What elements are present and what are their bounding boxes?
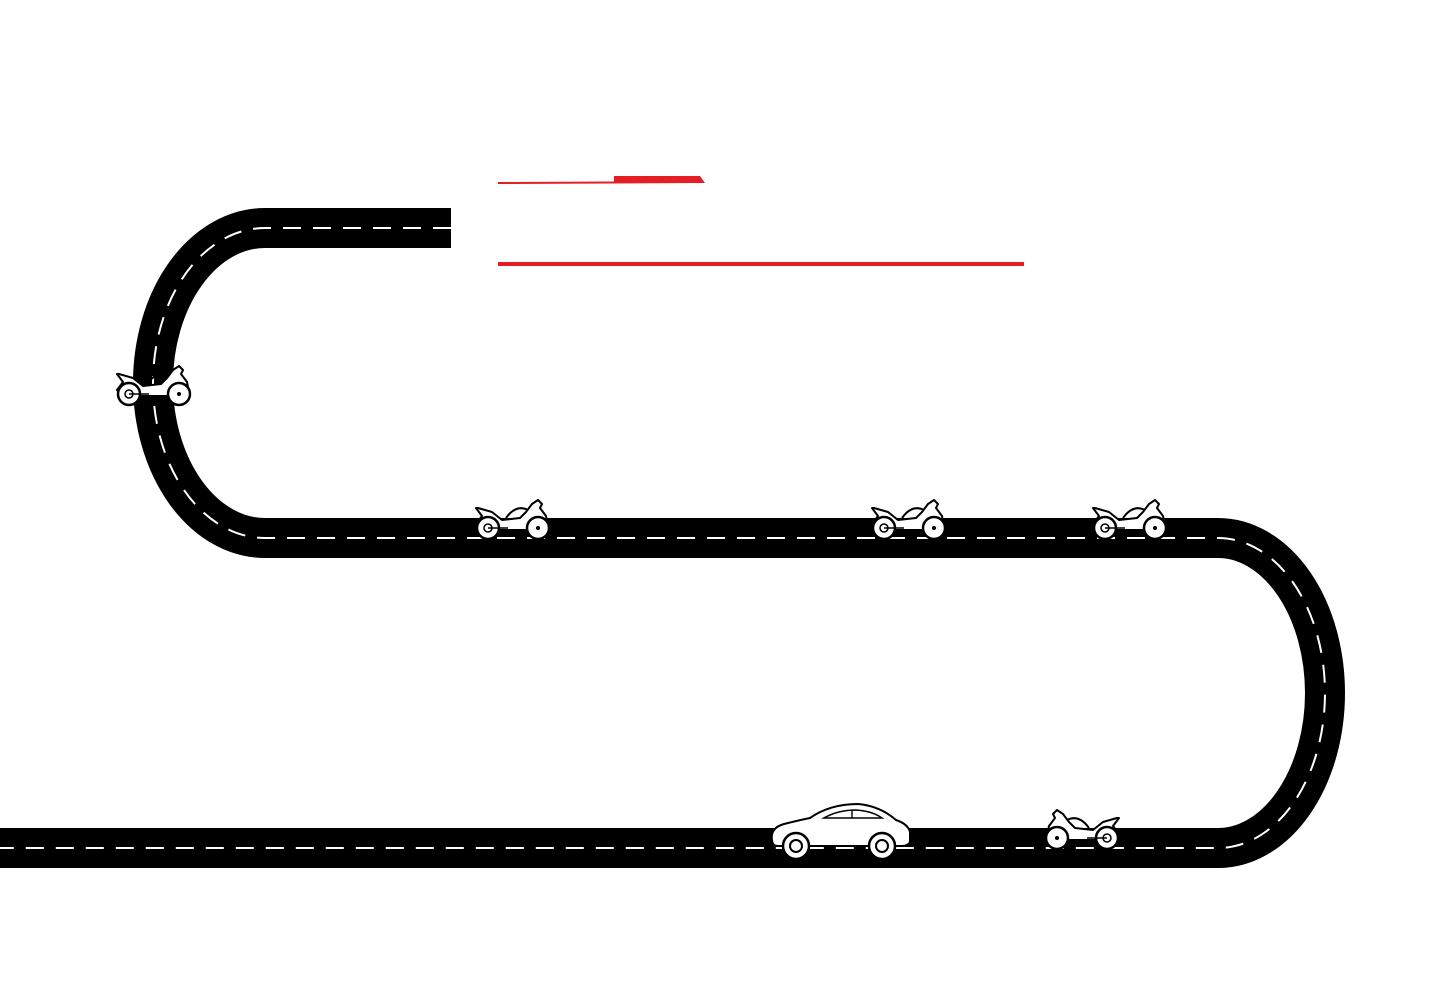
red-title-accent-line <box>497 176 705 184</box>
lane-divider-dashes <box>0 227 1326 849</box>
red-underline-bar <box>498 262 1024 266</box>
